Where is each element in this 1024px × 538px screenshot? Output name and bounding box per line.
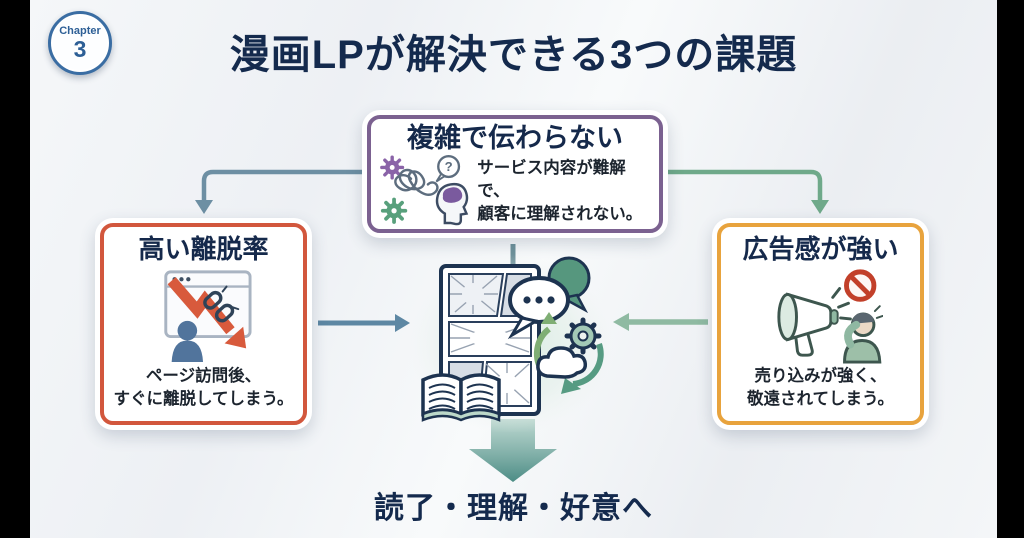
letterbox-right [997, 0, 1024, 538]
slide-background: Chapter 3 漫画LPが解決できる3つの課題 複雑で伝わらない [30, 0, 997, 538]
manga-page-illustration [411, 254, 613, 432]
arrow-top-to-left [195, 169, 362, 214]
bounce-exit-icon [163, 270, 252, 363]
chapter-badge: Chapter 3 [48, 11, 112, 75]
card-salesy: 広告感が強い [712, 218, 929, 430]
megaphone-blocked-icon [776, 269, 883, 364]
card-complex-title: 複雑で伝わらない [407, 123, 623, 153]
arrow-left-to-center [318, 314, 410, 332]
card-salesy-title: 広告感が強い [742, 234, 899, 264]
tangled-thoughts-icon: ? [380, 155, 469, 226]
letterbox-left [0, 0, 30, 538]
page-title: 漫画LPが解決できる3つの課題 [229, 33, 798, 77]
card-complex: 複雑で伝わらない [362, 110, 668, 238]
card-bounce-title: 高い離脱率 [138, 234, 269, 264]
question-glyph: ? [445, 159, 453, 174]
chapter-badge-label: Chapter [59, 25, 101, 37]
card-bounce: 高い離脱率 [95, 218, 312, 430]
card-bounce-desc: ページ訪問後、 すぐに離脱してしまう。 [113, 367, 294, 408]
arrow-top-to-right [668, 169, 829, 214]
outcome-label: 読了・理解・好意へ [374, 492, 653, 525]
card-complex-desc: サービス内容が難解で、 顧客に理解されない。 [477, 158, 643, 223]
arrow-right-to-center [613, 313, 708, 331]
chapter-badge-number: 3 [73, 36, 87, 62]
card-salesy-desc: 売り込みが強く、 敬遠されてしまう。 [746, 367, 894, 408]
